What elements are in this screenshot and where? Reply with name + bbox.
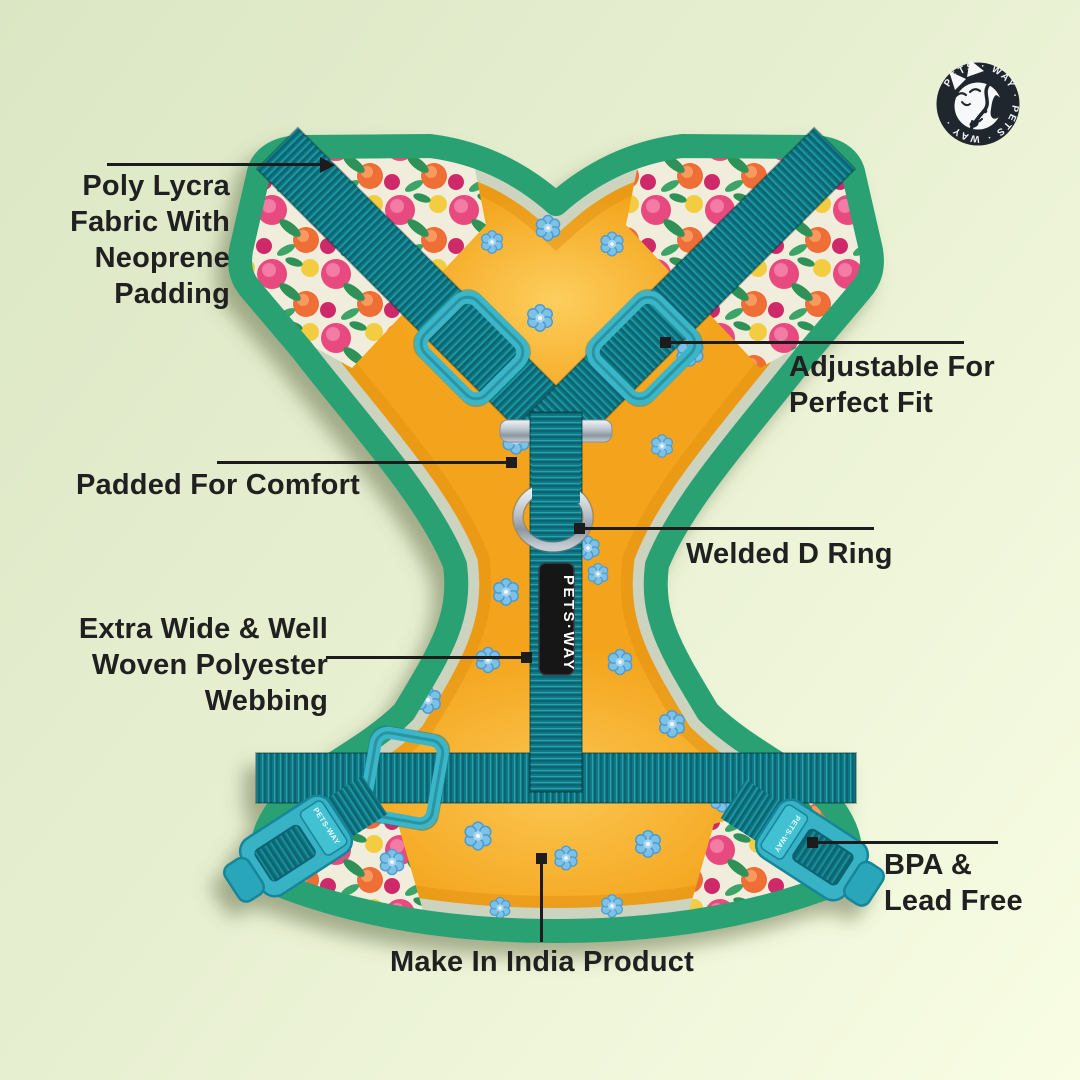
- callout-padded-comfort: Padded For Comfort: [76, 469, 360, 501]
- callout-polyester-webbing: Extra Wide & Well Woven Polyester Webbin…: [78, 613, 328, 717]
- belly-strap-adjuster: [357, 725, 451, 831]
- harness: PETS·WAY PETS-WAY: [223, 126, 885, 935]
- left-shoulder-adjuster: [412, 288, 532, 408]
- leader-endpoint-d-ring: [574, 523, 585, 534]
- callout-poly-lycra-fabric: Poly Lycra Fabric With Neoprene Padding: [70, 170, 230, 310]
- leader-endpoint-padded: [506, 457, 517, 468]
- callout-adjustable-fit: Adjustable For Perfect Fit: [789, 351, 995, 419]
- leader-india: [540, 861, 543, 942]
- leader-d-ring: [582, 527, 874, 530]
- right-shoulder-adjuster: [584, 288, 704, 408]
- leader-endpoint-webbing: [521, 652, 532, 663]
- strap-brand-label-text: PETS·WAY: [560, 575, 577, 672]
- leader-webbing: [326, 656, 526, 659]
- leader-padded: [217, 461, 511, 464]
- brand-logo: PETS · WAY · PETS · WAY ·: [936, 60, 1020, 146]
- left-buckle: PETS-WAY: [223, 775, 388, 903]
- leader-arrowhead-icon: [320, 157, 335, 173]
- cat-dog-icon: [949, 60, 1004, 131]
- leader-endpoint-india: [536, 853, 547, 864]
- leader-endpoint-adjustable: [660, 337, 671, 348]
- leader-adjustable: [668, 341, 964, 344]
- callout-made-in-india: Make In India Product: [390, 946, 694, 978]
- callout-bpa-lead-free: BPA & Lead Free: [884, 849, 1023, 917]
- leader-bpa: [816, 841, 998, 844]
- leader-poly-lycra: [107, 163, 325, 166]
- strap-brand-label: PETS·WAY: [538, 562, 577, 676]
- callout-welded-d-ring: Welded D Ring: [686, 538, 893, 570]
- leader-endpoint-bpa: [807, 837, 818, 848]
- strap-fold-over-ring: [532, 455, 580, 503]
